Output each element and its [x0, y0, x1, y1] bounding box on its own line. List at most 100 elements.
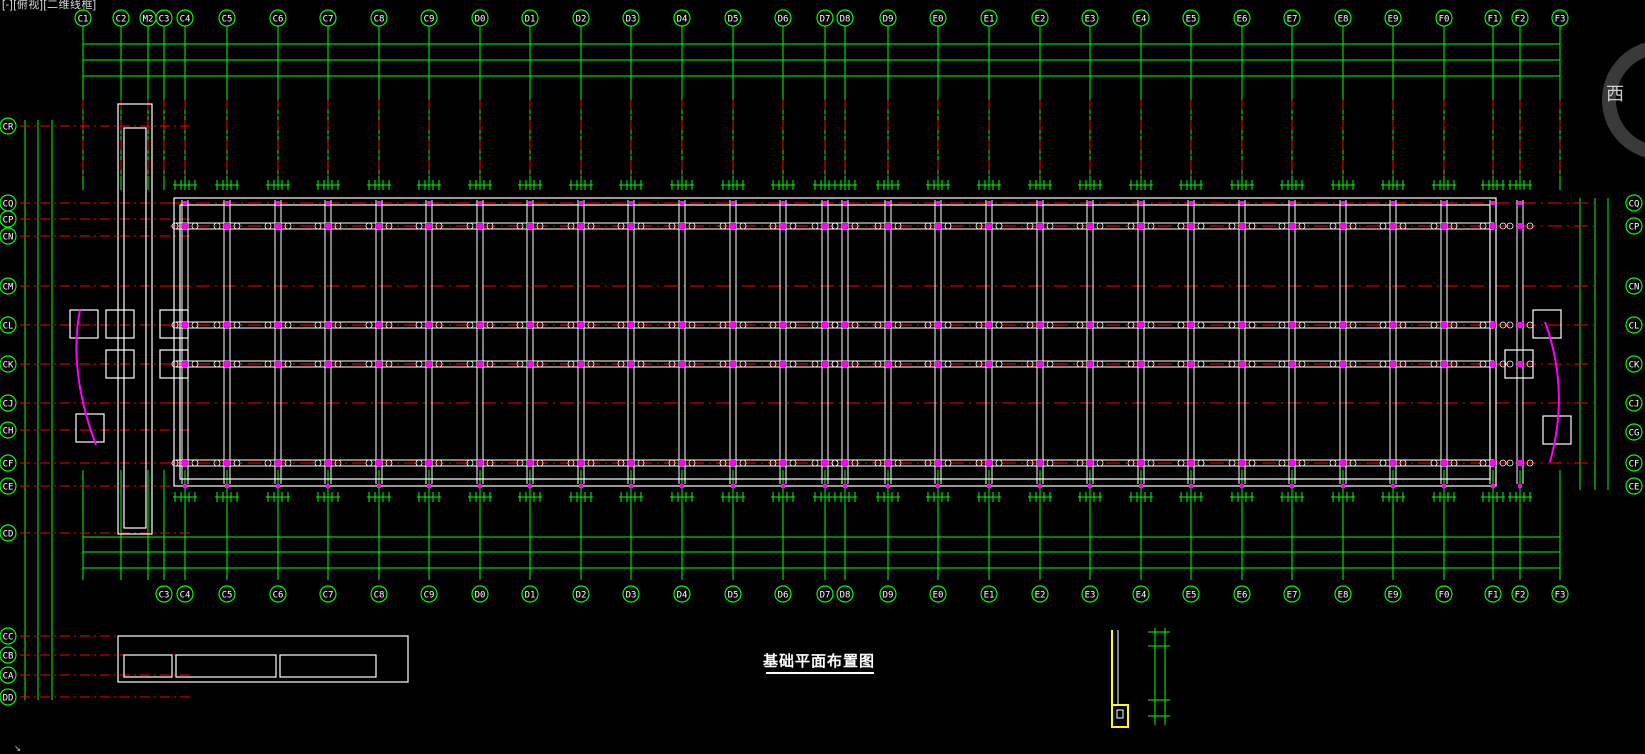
bottom-axis-bubble: C9	[420, 585, 438, 603]
pile-circle	[637, 222, 645, 230]
axis-bubble-circle	[0, 227, 17, 245]
axis-bubble-label: CR	[3, 123, 14, 133]
pile-circle	[415, 360, 423, 368]
column-marker	[842, 361, 848, 367]
column-marker	[935, 460, 941, 466]
column-marker	[377, 484, 381, 488]
viewport-controls-label[interactable]: [-][俯视][二维线框]	[2, 0, 97, 11]
axis-bubble-circle	[1283, 585, 1301, 603]
column-marker	[780, 460, 786, 466]
column-marker	[1239, 460, 1245, 466]
column-marker	[780, 322, 786, 328]
pile-circle	[1127, 222, 1135, 230]
pile-circle	[435, 321, 443, 329]
bottom-axis-bubble: D0	[471, 585, 489, 603]
pile-circle	[435, 222, 443, 230]
axis-bubble-label: E7	[1287, 591, 1298, 601]
axis-bubble-circle	[1384, 9, 1402, 27]
pile-circle	[1228, 459, 1236, 467]
viewcube-west-label[interactable]: 西	[1606, 84, 1624, 105]
column-marker	[842, 322, 848, 328]
axis-bubble-label: E9	[1388, 15, 1399, 25]
bottom-axis-bubble: C8	[370, 585, 388, 603]
column-marker	[579, 201, 583, 205]
top-axis-bubble: D9	[879, 9, 897, 27]
pile-circle	[975, 360, 983, 368]
pile-circle	[924, 222, 932, 230]
ucs-icon: ↘	[14, 740, 22, 754]
bottom-axis-bubble: D1	[521, 585, 539, 603]
axis-bubble-circle	[879, 585, 897, 603]
pile-circle	[1248, 459, 1256, 467]
pile-circle	[415, 321, 423, 329]
pile-circle	[975, 459, 983, 467]
column-marker	[730, 460, 736, 466]
bottom-axis-bubble: E8	[1334, 585, 1352, 603]
axis-bubble-circle	[1334, 585, 1352, 603]
pile-circle	[1127, 360, 1135, 368]
column-marker	[885, 223, 891, 229]
axis-bubble-label: CJ	[3, 400, 14, 410]
top-axis-bubble: D2	[572, 9, 590, 27]
axis-bubble-label: CB	[3, 652, 14, 662]
top-axis-bubble: D7	[816, 9, 834, 27]
column-marker	[679, 223, 685, 229]
column-marker	[935, 322, 941, 328]
pile-circle	[1379, 222, 1387, 230]
wall-outline	[279, 654, 377, 678]
top-axis-bubble: C6	[269, 9, 287, 27]
wall-outline	[1542, 415, 1572, 445]
axis-bubble-label: D3	[626, 15, 637, 25]
pile-circle	[1228, 321, 1236, 329]
axis-bubble-label: D0	[475, 591, 486, 601]
axis-bubble-label: D9	[883, 15, 894, 25]
column-marker	[780, 361, 786, 367]
pile-circle	[1278, 222, 1286, 230]
axis-bubble-circle	[1551, 585, 1569, 603]
axis-bubble-circle	[980, 9, 998, 27]
axis-bubble-circle	[0, 316, 17, 334]
axis-bubble-label: C7	[323, 591, 334, 601]
pile-circle	[516, 459, 524, 467]
pile-circle	[1076, 360, 1084, 368]
column-marker	[1441, 322, 1447, 328]
axis-bubble-circle	[774, 585, 792, 603]
bottom-axis-bubble: E1	[980, 585, 998, 603]
axis-bubble-label: D1	[525, 591, 536, 601]
column-marker	[822, 322, 828, 328]
column-marker	[781, 201, 785, 205]
bottom-axis-bubble: D3	[622, 585, 640, 603]
axis-bubble-label: F3	[1555, 591, 1566, 601]
pile-circle	[1278, 459, 1286, 467]
column-marker	[225, 484, 229, 488]
pile-circle	[1046, 222, 1054, 230]
pile-circle	[1197, 459, 1205, 467]
axis-bubble-label: F1	[1488, 591, 1499, 601]
wall-outline	[105, 349, 135, 379]
column-marker	[527, 460, 533, 466]
column-marker	[1490, 460, 1496, 466]
pile-circle	[1526, 360, 1534, 368]
pile-circle	[944, 459, 952, 467]
axis-bubble-circle	[1233, 585, 1251, 603]
pile-circle	[831, 321, 839, 329]
pile-circle	[1506, 222, 1514, 230]
column-marker	[578, 223, 584, 229]
pile-circle	[688, 321, 696, 329]
pile-circle	[385, 321, 393, 329]
pile-circle	[536, 321, 544, 329]
column-marker	[376, 361, 382, 367]
column-marker	[843, 484, 847, 488]
axis-bubble-label: C9	[424, 591, 435, 601]
pile-circle	[719, 222, 727, 230]
axis-bubble-label: CD	[3, 530, 14, 540]
top-axis-bubble: E3	[1081, 9, 1099, 27]
column-marker	[478, 484, 482, 488]
axis-bubble-label: D2	[576, 591, 587, 601]
pile-circle	[415, 459, 423, 467]
column-marker	[781, 484, 785, 488]
column-marker	[986, 223, 992, 229]
column-marker	[1188, 223, 1194, 229]
